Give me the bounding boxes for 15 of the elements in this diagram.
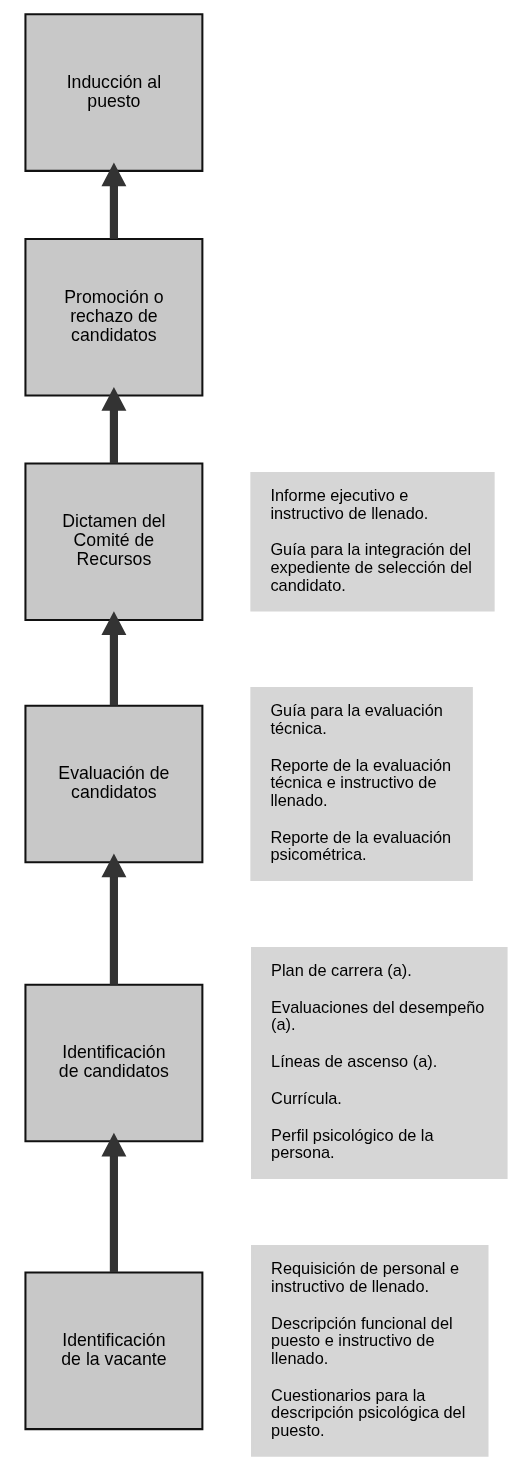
arrow	[100, 162, 126, 239]
node-box: Requisición de personal e instructivo de llenado. Descripción funcional del puesto e instructivo de llenado. Cuestionarios para la descripción psicológica del puesto.	[250, 1245, 488, 1457]
node-box: Promoción o rechazo de candidatos	[23, 237, 203, 397]
arrow	[100, 386, 126, 464]
arrow	[100, 611, 126, 706]
arrow	[100, 1132, 126, 1273]
node-box: Identificación de la vacante	[23, 1271, 203, 1431]
node-box: Guía para la evaluación técnica. Reporte de la evaluación técnica e instructivo de llenado. Reporte de la evaluación psicométrica.	[249, 687, 473, 881]
node-box: Dictamen del Comité de Recursos	[23, 462, 203, 621]
node-box: Identificación de candidatos	[23, 983, 203, 1143]
node-box: Inducción al puesto	[23, 13, 203, 172]
node-box: Evaluación de candidatos	[23, 704, 203, 864]
node-box: Informe ejecutivo e instructivo de llenado. Guía para la integración del expediente de selección del candidato.	[249, 472, 495, 612]
arrow	[100, 853, 126, 985]
node-box: Plan de carrera (a). Evaluaciones del desempeño (a). Líneas de ascenso (a). Currícula. Perfil psicológico de la persona.	[250, 947, 508, 1179]
